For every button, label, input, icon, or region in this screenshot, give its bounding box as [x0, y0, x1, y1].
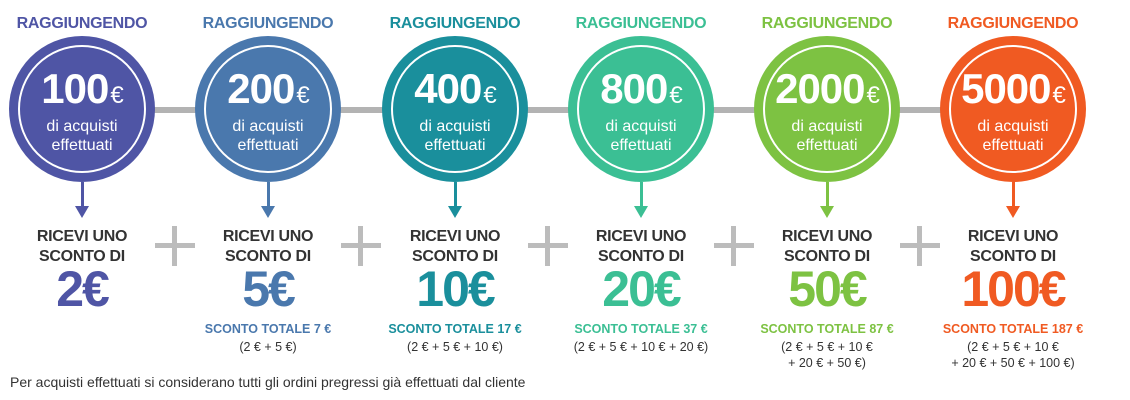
euro-symbol: € — [483, 81, 496, 109]
threshold-amount: 200€ — [227, 64, 309, 112]
circle-line1: di acquisti — [977, 117, 1049, 135]
arrow-stem — [81, 182, 84, 208]
plus-icon — [900, 226, 940, 266]
tier-circle: 100€ di acquisti effettuati — [9, 36, 155, 182]
tier-title: RAGGIUNGENDO — [202, 15, 334, 32]
arrow-down-icon — [820, 206, 834, 218]
tier-circle: 200€ di acquisti effettuati — [195, 36, 341, 182]
tier-title: RAGGIUNGENDO — [389, 15, 521, 32]
tier-100: RAGGIUNGENDO 100€ di acquisti effettuati… — [0, 0, 175, 380]
discount-breakdown: (2 € + 5 € + 10 € + 20 €) — [573, 340, 709, 354]
discount-breakdown: (2 € + 5 € + 10 €+ 20 € + 50 € + 100 €) — [951, 340, 1075, 370]
plus-icon — [528, 226, 568, 266]
plus-icon — [155, 226, 195, 266]
discount-amount: 100€ — [961, 261, 1066, 317]
euro-symbol: € — [1052, 81, 1066, 109]
threshold-amount: 100€ — [41, 64, 123, 112]
threshold-amount: 2000€ — [775, 64, 880, 112]
plus-icon — [714, 226, 754, 266]
arrow-stem — [826, 182, 829, 208]
arrow-stem — [267, 182, 270, 208]
arrow-down-icon — [75, 206, 89, 218]
arrow-down-icon — [634, 206, 648, 218]
arrow-stem — [640, 182, 643, 208]
arrow-down-icon — [448, 206, 462, 218]
plus-icon — [341, 226, 381, 266]
tier-title: RAGGIUNGENDO — [761, 15, 893, 32]
circle-line2: effettuati — [51, 136, 113, 154]
total-discount: SCONTO TOTALE 7 € — [204, 322, 332, 336]
circle-line1: di acquisti — [419, 117, 491, 135]
discount-amount: 10€ — [416, 261, 495, 317]
total-discount: SCONTO TOTALE 37 € — [574, 322, 708, 336]
arrow-down-icon — [261, 206, 275, 218]
total-discount: SCONTO TOTALE 187 € — [942, 322, 1084, 336]
tier-circle: 400€ di acquisti effettuati — [382, 36, 528, 182]
discount-amount: 2€ — [56, 261, 110, 317]
euro-symbol: € — [110, 81, 123, 109]
arrow-down-icon — [1006, 206, 1020, 218]
tier-title: RAGGIUNGENDO — [947, 15, 1079, 32]
circle-line2: effettuati — [424, 136, 486, 154]
circle-line1: di acquisti — [232, 117, 304, 135]
threshold-amount: 5000€ — [961, 64, 1066, 112]
circle-line2: effettuati — [796, 136, 858, 154]
euro-symbol: € — [866, 81, 880, 109]
discount-breakdown: (2 € + 5 € + 10 €) — [407, 340, 503, 354]
tier-circle: 800€ di acquisti effettuati — [568, 36, 714, 182]
circle-line2: effettuati — [610, 136, 672, 154]
discount-amount: 20€ — [602, 261, 681, 317]
total-discount: SCONTO TOTALE 17 € — [388, 322, 522, 336]
tier-title: RAGGIUNGENDO — [575, 15, 707, 32]
arrow-stem — [454, 182, 457, 208]
circle-line1: di acquisti — [46, 117, 118, 135]
connector-line — [80, 107, 1020, 113]
tier-5000: RAGGIUNGENDO 5000€ di acquisti effettuat… — [920, 0, 1106, 380]
euro-symbol: € — [669, 81, 682, 109]
tier-circle: 2000€ di acquisti effettuati — [754, 36, 900, 182]
circle-line1: di acquisti — [791, 117, 863, 135]
total-discount: SCONTO TOTALE 87 € — [760, 322, 894, 336]
discount-breakdown: (2 € + 5 €) — [239, 340, 297, 354]
footer-note: Per acquisti effettuati si considerano t… — [10, 374, 526, 390]
euro-symbol: € — [296, 81, 309, 109]
discount-amount: 50€ — [788, 261, 867, 317]
tier-400: RAGGIUNGENDO 400€ di acquisti effettuati… — [362, 0, 548, 380]
tier-200: RAGGIUNGENDO 200€ di acquisti effettuati… — [175, 0, 361, 380]
circle-line1: di acquisti — [605, 117, 677, 135]
tier-title: RAGGIUNGENDO — [16, 15, 148, 32]
circle-line2: effettuati — [237, 136, 299, 154]
tier-800: RAGGIUNGENDO 800€ di acquisti effettuati… — [548, 0, 734, 380]
tier-2000: RAGGIUNGENDO 2000€ di acquisti effettuat… — [734, 0, 920, 380]
threshold-amount: 400€ — [414, 64, 496, 112]
discount-amount: 5€ — [242, 261, 296, 317]
arrow-stem — [1012, 182, 1015, 208]
tier-circle: 5000€ di acquisti effettuati — [940, 36, 1086, 182]
threshold-amount: 800€ — [600, 64, 682, 112]
discount-breakdown: (2 € + 5 € + 10 €+ 20 € + 50 €) — [781, 340, 873, 370]
circle-line2: effettuati — [982, 136, 1044, 154]
